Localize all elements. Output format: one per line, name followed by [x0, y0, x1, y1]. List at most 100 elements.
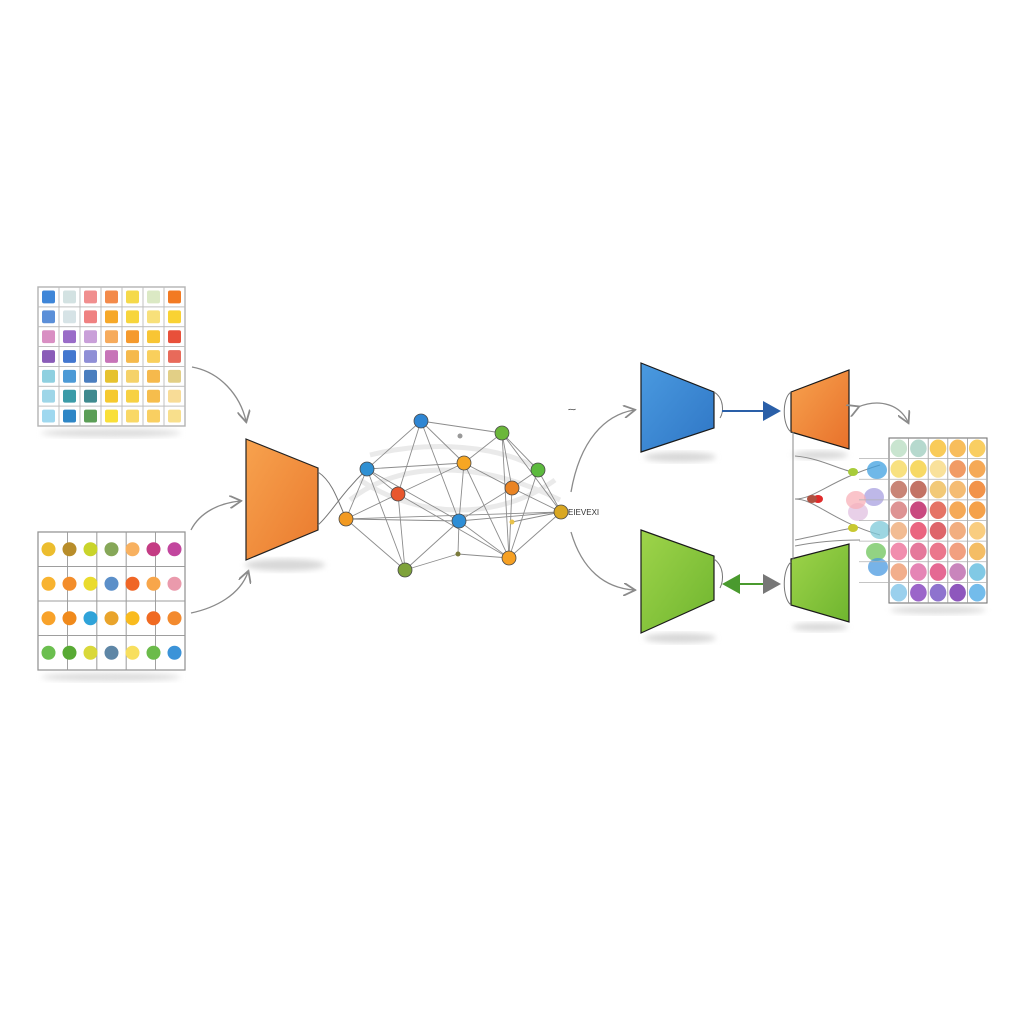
- color-swatch: [126, 389, 139, 403]
- head-orange: [790, 369, 850, 450]
- color-blob: [929, 522, 947, 540]
- color-swatch: [105, 369, 118, 383]
- color-blob: [910, 480, 927, 499]
- color-blob: [867, 461, 887, 479]
- graph-edge: [404, 553, 459, 571]
- color-blob: [949, 583, 966, 602]
- color-dot: [62, 645, 77, 660]
- color-swatch: [63, 310, 76, 324]
- graph-node: [390, 486, 406, 502]
- decoder-blue-block: [640, 362, 723, 462]
- input-grid-dots: [37, 531, 186, 681]
- graph-node: [494, 425, 510, 441]
- grid-cells: [37, 286, 186, 427]
- color-swatch: [63, 330, 76, 344]
- color-blob: [846, 491, 866, 509]
- graph-node: [530, 462, 546, 478]
- graph-node: [455, 551, 461, 557]
- arrow-icon: [570, 410, 634, 493]
- decoder-green: [640, 529, 715, 634]
- encoder-link: [317, 468, 368, 526]
- graph-edge: [366, 462, 465, 470]
- graph-edge: [404, 520, 460, 571]
- color-swatch: [105, 350, 118, 363]
- color-blob: [890, 439, 908, 458]
- graph-edge: [458, 520, 510, 559]
- color-blob: [929, 460, 947, 478]
- color-blob: [949, 480, 966, 499]
- color-swatch: [168, 290, 181, 304]
- network-haze: [348, 444, 562, 513]
- color-blob: [968, 522, 986, 540]
- color-dot: [62, 576, 77, 591]
- color-swatch: [84, 409, 97, 423]
- graph-edge: [458, 511, 562, 522]
- decoder-blue: [640, 362, 715, 453]
- color-blob: [910, 460, 927, 478]
- color-swatch: [126, 290, 139, 304]
- head-green: [790, 543, 850, 623]
- color-swatch: [147, 350, 160, 363]
- graph-edge: [420, 420, 460, 522]
- color-dot: [83, 645, 98, 660]
- color-blob: [890, 501, 908, 519]
- node-label: EIEVEXI: [568, 508, 599, 517]
- graph-node: [397, 562, 413, 578]
- graph-edge: [345, 518, 460, 522]
- color-swatch: [105, 310, 118, 324]
- grid-cells: [890, 439, 986, 602]
- grid-cell: [163, 405, 186, 427]
- color-blob: [968, 439, 986, 458]
- color-swatch: [126, 350, 139, 363]
- color-swatch: [42, 369, 55, 383]
- color-dot: [41, 611, 56, 626]
- decoder-shadow: [644, 452, 716, 462]
- graph-node: [504, 480, 520, 496]
- head-link: [783, 391, 792, 433]
- graph-edge: [508, 469, 539, 559]
- fan-node: [848, 524, 858, 532]
- color-swatch: [126, 369, 139, 383]
- color-dot: [146, 611, 161, 626]
- color-blob: [910, 583, 927, 602]
- fan-nodes: [807, 468, 858, 532]
- color-dot: [167, 542, 182, 557]
- color-swatch: [42, 290, 55, 304]
- head-green-block: [783, 543, 850, 631]
- grid-cells: [37, 531, 186, 671]
- input-grid-squares: [37, 286, 186, 437]
- color-swatch: [147, 290, 160, 304]
- fan-node: [848, 468, 858, 476]
- color-dot: [167, 576, 182, 591]
- fan-node: [807, 495, 817, 503]
- color-swatch: [168, 330, 181, 344]
- graph-edge: [457, 553, 510, 559]
- color-dot: [146, 645, 161, 660]
- decoder-link: [713, 558, 723, 589]
- color-swatch: [42, 389, 55, 403]
- graph-node: [359, 461, 375, 477]
- color-swatch: [126, 330, 139, 344]
- color-swatch: [168, 369, 181, 383]
- color-blob: [890, 460, 908, 478]
- arrow-icon: [191, 366, 246, 421]
- color-dot: [125, 576, 140, 591]
- network-nodes: [338, 413, 569, 578]
- color-swatch: [168, 350, 181, 363]
- graph-node: [413, 413, 429, 429]
- graph-node: [451, 513, 467, 529]
- color-blob: [890, 583, 908, 602]
- color-blob: [949, 522, 966, 540]
- color-blob: [929, 583, 947, 602]
- graph-edge: [501, 432, 513, 489]
- encoder-link: [317, 471, 347, 520]
- grid-lines: [859, 437, 988, 604]
- color-blob: [929, 542, 947, 561]
- color-swatch: [105, 389, 118, 403]
- stray-mark: ⁓: [568, 405, 576, 414]
- color-swatch: [147, 310, 160, 324]
- color-blob: [949, 563, 966, 581]
- color-swatch: [168, 389, 181, 403]
- color-swatch: [84, 330, 97, 344]
- graph-edge: [345, 511, 562, 520]
